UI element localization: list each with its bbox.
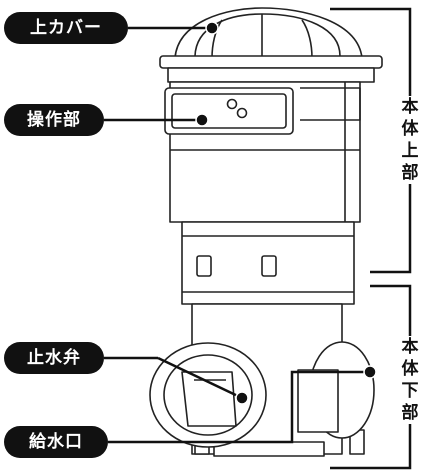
leader-line-water-inlet <box>108 370 370 444</box>
leader-line-shutoff-valve-diag <box>157 356 243 400</box>
control-panel-drawing <box>164 87 294 135</box>
middle-body-drawing <box>181 221 355 305</box>
leader-dot-control-panel <box>195 113 209 127</box>
label-upper-body-text: 本体上部 <box>401 97 419 183</box>
top-cover-drawing <box>159 7 383 83</box>
label-water-inlet: 給水口 <box>4 426 108 458</box>
leader-dot-water-inlet <box>363 365 377 379</box>
label-control-panel: 操作部 <box>4 104 104 136</box>
label-lower-body: 本体下部 <box>398 336 422 424</box>
upper-body-drawing <box>164 81 361 223</box>
leader-dot-top-cover <box>205 21 219 35</box>
lower-body-drawing <box>149 303 375 457</box>
leader-dot-shutoff-valve <box>235 391 249 405</box>
label-top-cover: 上カバー <box>4 12 128 44</box>
label-upper-body: 本体上部 <box>398 96 422 184</box>
leader-lines <box>104 26 370 444</box>
label-lower-body-text: 本体下部 <box>401 337 419 423</box>
label-shutoff-valve: 止水弁 <box>4 342 104 374</box>
